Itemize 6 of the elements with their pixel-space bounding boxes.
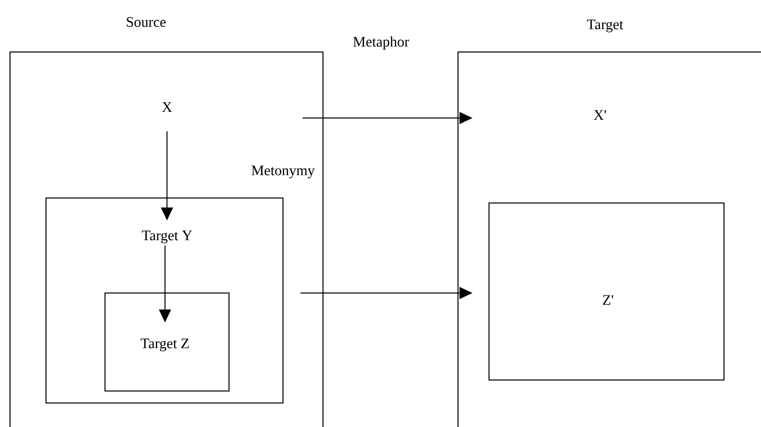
nested-box: Z' <box>488 202 724 380</box>
nested-box: Target Z <box>104 292 230 392</box>
relation-label: Metaphor <box>353 36 410 50</box>
node-text: X' <box>594 110 606 120</box>
relation-label: Metonymy <box>252 166 315 178</box>
node-text: X <box>162 102 172 112</box>
